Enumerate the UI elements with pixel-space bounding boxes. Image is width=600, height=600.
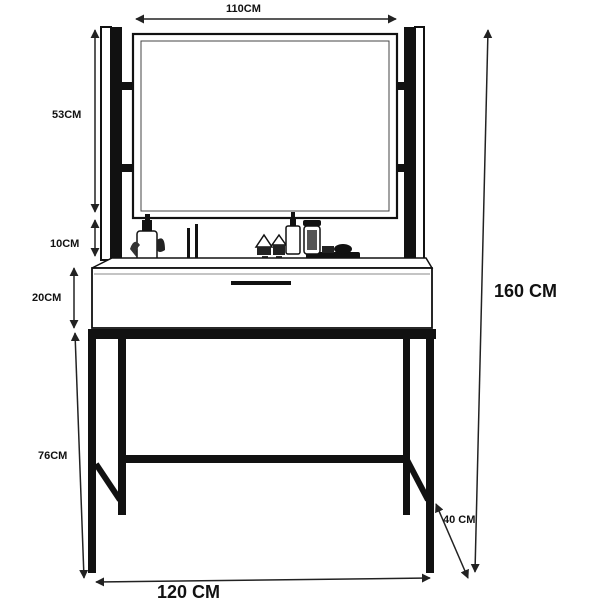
mirror (131, 32, 399, 220)
table-frame (88, 329, 436, 573)
depth-label: 40 CM (443, 514, 475, 526)
total-height-label: 160 CM (494, 281, 557, 301)
mirror-frame-right-post (404, 26, 425, 261)
makeup-brushes (186, 224, 212, 260)
perfume-bottle (285, 212, 301, 255)
leg-height-label: 76CM (38, 450, 67, 462)
lantern-bottle (303, 220, 321, 260)
dimension-lines (69, 14, 493, 587)
drawer-height-label: 20CM (32, 292, 61, 304)
mirror-width-label: 110CM (226, 3, 261, 15)
total-width-label: 120 CM (157, 582, 220, 600)
cosmetic-bottle-left (130, 214, 165, 264)
drawer-handle (231, 281, 291, 285)
mirror-crossbars (122, 82, 405, 172)
desk-top (91, 257, 434, 269)
mirror-height-label: 53CM (52, 109, 81, 121)
mirror-gap-label: 10CM (50, 238, 79, 250)
mirror-frame-left-post (100, 26, 122, 261)
drawer (91, 267, 433, 329)
